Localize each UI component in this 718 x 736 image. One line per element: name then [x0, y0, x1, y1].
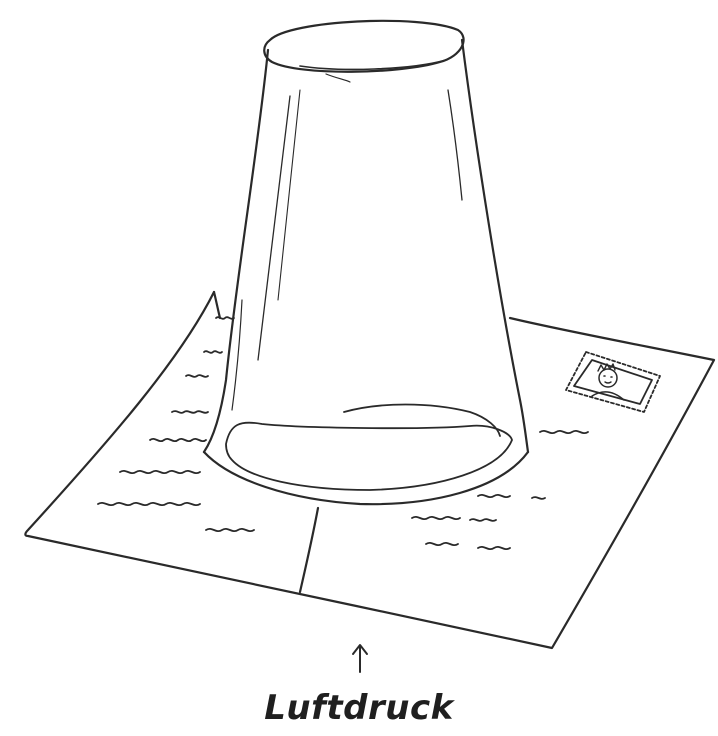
postcard-writing-right — [412, 431, 588, 549]
inverted-glass — [204, 21, 528, 504]
postcard — [25, 292, 714, 648]
caption-label: Luftdruck — [0, 688, 718, 728]
postage-stamp — [566, 352, 660, 412]
arrow-up-icon — [353, 645, 367, 672]
